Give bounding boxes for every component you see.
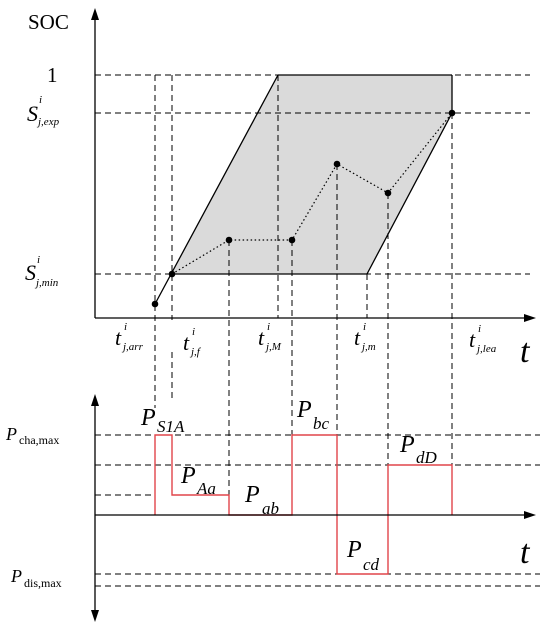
p-cd-label: Pcd xyxy=(346,537,380,574)
p-bc-label: Pbc xyxy=(296,397,330,433)
soc-one-label: 1 xyxy=(47,63,58,87)
power-profile xyxy=(154,434,453,575)
charge-upper-bound xyxy=(154,74,279,305)
power-x-axis-arrow xyxy=(524,511,536,519)
soc-time-axis-label: t xyxy=(520,333,531,370)
point-arrival xyxy=(151,300,159,308)
point-s1 xyxy=(168,270,176,278)
soc-x-axis-arrow xyxy=(524,314,536,322)
power-time-axis-label: t xyxy=(520,534,531,571)
power-y-axis-arrow-up xyxy=(91,394,99,406)
p-aa-label: PAa xyxy=(180,463,216,498)
p-dd-label: PdD xyxy=(399,432,438,467)
soc-axis-label: SOC xyxy=(28,10,69,34)
power-y-axis-arrow-down xyxy=(91,610,99,622)
soc-y-axis-arrow xyxy=(91,8,99,20)
soc-trajectory xyxy=(171,112,453,275)
p-s1a-label: PS1A xyxy=(140,405,185,436)
discharge-lower-bound xyxy=(366,112,453,275)
time-guides xyxy=(154,75,453,515)
feasible-soc-region xyxy=(172,75,452,274)
p-ab-label: Pab xyxy=(244,482,279,518)
